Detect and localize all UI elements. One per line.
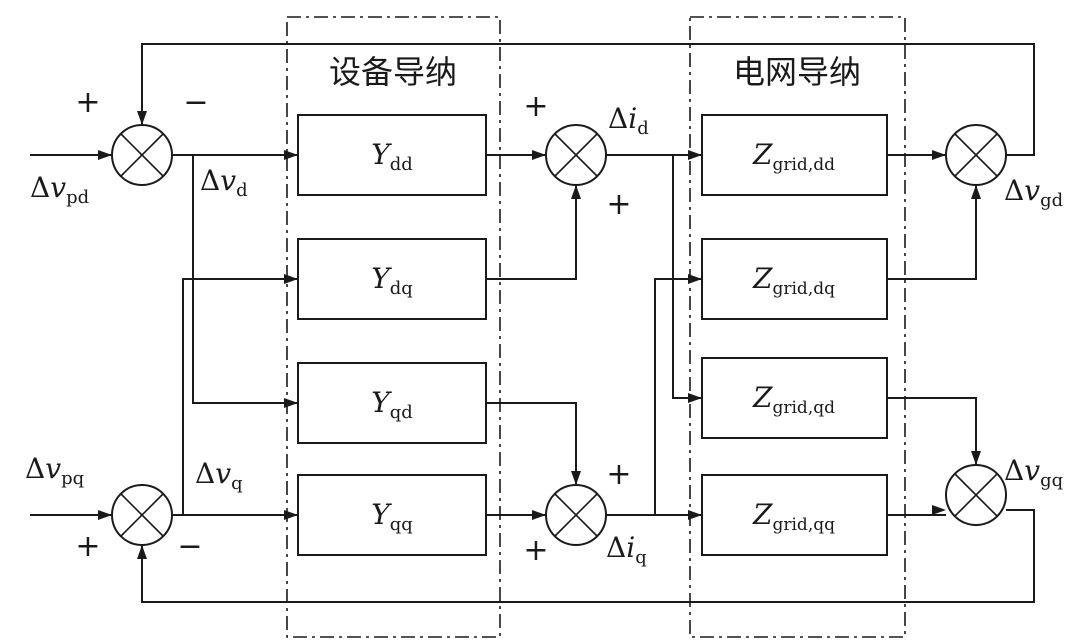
- block-y-qq: Yqq: [297, 474, 487, 556]
- grid-admittance-title: 电网导纳: [733, 53, 861, 91]
- sign-plus: +: [523, 89, 548, 124]
- label-delta-v-q: Δvq: [195, 457, 243, 494]
- grid-admittance-group: [689, 16, 906, 638]
- summing-junction-input-q: [111, 484, 173, 546]
- device-admittance-title: 设备导纳: [329, 53, 457, 91]
- label-delta-v-gd: Δvgd: [1004, 174, 1063, 211]
- block-y-dd: Ydd: [297, 114, 487, 196]
- svg-text:Zgrid,qd: Zgrid,qd: [752, 381, 835, 418]
- svg-text:Zgrid,qq: Zgrid,qq: [752, 498, 835, 535]
- sign-plus: +: [606, 187, 631, 222]
- label-delta-v-d: Δvd: [200, 164, 248, 201]
- sign-plus: +: [75, 85, 100, 120]
- block-z-grid-dd: Zgrid,dd: [701, 114, 888, 196]
- svg-text:Ydd: Ydd: [371, 138, 413, 175]
- sign-plus: +: [606, 457, 631, 492]
- sign-plus: +: [75, 529, 100, 564]
- block-y-dq: Ydq: [297, 238, 487, 320]
- block-z-grid-qq: Zgrid,qq: [701, 474, 888, 556]
- block-y-qd: Yqd: [297, 362, 487, 444]
- summing-junction-grid-q: [945, 464, 1007, 526]
- label-delta-v-pd: Δvpd: [30, 171, 89, 208]
- sign-minus: −: [183, 85, 208, 120]
- block-z-grid-qd: Zgrid,qd: [701, 357, 888, 439]
- summing-junction-current-d: [545, 124, 607, 186]
- svg-text:Yqq: Yqq: [371, 498, 413, 535]
- summing-junction-current-q: [545, 484, 607, 546]
- label-delta-i-d: Δid: [608, 102, 649, 139]
- arrowheads: [98, 111, 981, 559]
- block-z-grid-dq: Zgrid,dq: [701, 238, 888, 320]
- svg-text:Zgrid,dq: Zgrid,dq: [752, 262, 835, 299]
- summing-junction-grid-d: [945, 124, 1007, 186]
- svg-text:Ydq: Ydq: [371, 262, 413, 299]
- device-admittance-group: [286, 16, 501, 638]
- svg-text:Zgrid,dd: Zgrid,dd: [752, 138, 835, 175]
- sign-minus: −: [177, 529, 202, 564]
- summing-junction-input-d: [111, 124, 173, 186]
- label-delta-i-q: Δiq: [606, 531, 647, 568]
- label-delta-v-pq: Δvpq: [25, 452, 84, 489]
- label-delta-v-gq: Δvgq: [1004, 454, 1063, 491]
- svg-text:Yqd: Yqd: [371, 386, 413, 423]
- sign-plus: +: [523, 533, 548, 568]
